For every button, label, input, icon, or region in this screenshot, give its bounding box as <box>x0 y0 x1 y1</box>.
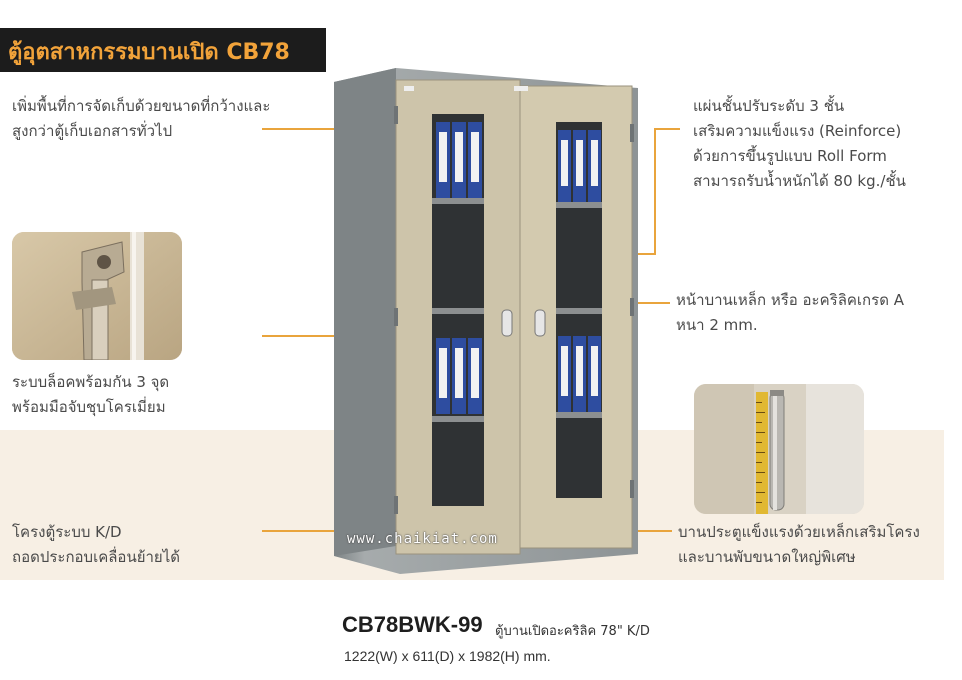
feature-shelf: แผ่นชั้นปรับระดับ 3 ชั้น เสริมความแข็งแร… <box>693 94 906 194</box>
feature-storage-line-2: สูงกว่าตู้เก็บเอกสารทั่วไป <box>12 122 173 140</box>
feature-lock-line-2: พร้อมมือจับชุบโครเมี่ยม <box>12 398 166 416</box>
feature-door-face-line-1: หน้าบานเหล็ก หรือ อะคริลิคเกรด A <box>676 291 904 309</box>
feature-frame-line-2: ถอดประกอบเคลื่อนย้ายได้ <box>12 548 180 566</box>
callout-line-shelf-top <box>654 128 680 130</box>
door-handles <box>501 309 546 337</box>
feature-storage: เพิ่มพื้นที่การจัดเก็บด้วยขนาดที่กว้างแล… <box>12 94 270 144</box>
hinge-closeup-photo <box>694 384 864 514</box>
product-model: CB78BWK-99 <box>342 612 483 637</box>
callout-line-storage <box>262 128 400 130</box>
callout-line-frame <box>262 530 348 532</box>
product-dimensions: 1222(W) x 611(D) x 1982(H) mm. <box>344 648 551 664</box>
feature-frame-line-1: โครงตู้ระบบ K/D <box>12 523 122 541</box>
feature-door-face: หน้าบานเหล็ก หรือ อะคริลิคเกรด A หนา 2 m… <box>676 288 904 338</box>
binders-right-top <box>558 130 601 202</box>
lock-closeup-photo <box>12 232 182 360</box>
feature-shelf-line-1: แผ่นชั้นปรับระดับ 3 ชั้น <box>693 97 845 115</box>
feature-hinge-line-2: และบานพับขนาดใหญ่พิเศษ <box>678 548 856 566</box>
feature-lock: ระบบล็อคพร้อมกัน 3 จุด พร้อมมือจับชุบโคร… <box>12 370 169 420</box>
feature-shelf-line-2: เสริมความแข็งแรง (Reinforce) <box>693 122 902 140</box>
feature-storage-line-1: เพิ่มพื้นที่การจัดเก็บด้วยขนาดที่กว้างแล… <box>12 97 271 115</box>
cabinet-side <box>334 68 396 556</box>
feature-shelf-line-3: ด้วยการขึ้นรูปแบบ Roll Form <box>693 147 887 165</box>
feature-hinge-line-1: บานประตูแข็งแรงด้วยเหล็กเสริมโครง <box>678 523 920 541</box>
hinge-photo-image <box>694 384 864 514</box>
binders-left-bottom <box>436 338 482 414</box>
callout-line-shelf-v <box>654 128 656 255</box>
feature-shelf-line-4: สามารถรับน้ำหนักได้ 80 kg./ชั้น <box>693 172 906 190</box>
watermark-text: www.chaikiat.com <box>347 531 498 547</box>
product-description: ตู้บานเปิดอะคริลิค 78" K/D <box>495 624 650 639</box>
cabinet-illustration <box>334 68 638 574</box>
binders-right-bottom <box>558 336 601 412</box>
feature-hinge: บานประตูแข็งแรงด้วยเหล็กเสริมโครง และบาน… <box>678 520 920 570</box>
feature-door-face-line-2: หนา 2 mm. <box>676 316 758 334</box>
title-banner: ตู้อุตสาหกรรมบานเปิด CB78 <box>0 28 326 72</box>
lock-photo-image <box>12 232 182 360</box>
feature-frame: โครงตู้ระบบ K/D ถอดประกอบเคลื่อนย้ายได้ <box>12 520 180 570</box>
feature-lock-line-1: ระบบล็อคพร้อมกัน 3 จุด <box>12 373 170 391</box>
page-title: ตู้อุตสาหกรรมบานเปิด CB78 <box>8 40 290 65</box>
callout-line-hinge <box>636 530 672 532</box>
binders-left-top <box>436 122 482 198</box>
